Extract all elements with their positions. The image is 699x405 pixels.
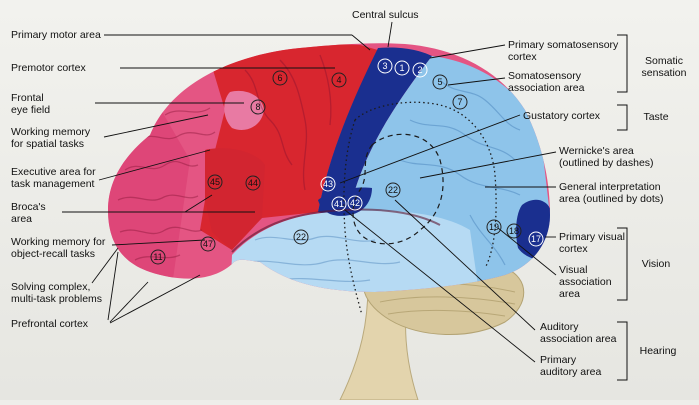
gyri-texture — [117, 54, 332, 261]
label-brocas-area: Broca's area — [11, 201, 46, 225]
general-interpretation-outline — [343, 101, 497, 316]
area-number: 6 — [277, 73, 282, 83]
area-number: 17 — [531, 234, 541, 244]
area-number: 19 — [489, 222, 499, 232]
label-auditory-association: Auditory association area — [540, 321, 617, 345]
group-taste: Taste — [643, 111, 669, 123]
label-central-sulcus: Central sulcus — [352, 9, 419, 21]
label-somatosensory-association: Somatosensory association area — [508, 70, 585, 94]
label-primary-auditory: Primary auditory area — [540, 354, 602, 378]
label-primary-visual-cortex: Primary visual cortex — [559, 231, 625, 255]
label-wernickes-area: Wernicke's area (outlined by dashes) — [559, 145, 654, 169]
area-number: 3 — [382, 61, 387, 71]
label-premotor-cortex: Premotor cortex — [11, 62, 86, 74]
wernicke-outline — [352, 133, 444, 245]
lateral-sulcus — [231, 208, 441, 253]
area-number: 11 — [153, 252, 162, 262]
label-working-memory-spatial: Working memory for spatial tasks — [11, 126, 91, 150]
area-number: 7 — [457, 97, 462, 107]
label-frontal-eye-field: Frontal eye field — [11, 92, 51, 116]
area-circles: 6 4 8 45 44 47 11 3 1 2 5 7 43 41 42 22 … — [150, 58, 544, 265]
label-working-memory-object: Working memory for object-recall tasks — [11, 236, 106, 260]
area-number: 43 — [323, 179, 333, 189]
label-solving-complex: Solving complex, multi-task problems — [11, 281, 103, 305]
area-number: 22 — [388, 185, 398, 195]
area-number: 44 — [248, 178, 258, 188]
label-primary-motor-area: Primary motor area — [11, 29, 101, 41]
label-general-interpretation: General interpretation area (outlined by… — [559, 181, 664, 205]
area-number: 42 — [350, 198, 360, 208]
label-executive-area: Executive area for task management — [11, 166, 96, 190]
label-prefrontal-cortex: Prefrontal cortex — [11, 318, 89, 330]
leader-lines — [62, 21, 557, 363]
area-number: 5 — [437, 77, 442, 87]
label-visual-association: Visual association area — [559, 264, 612, 300]
group-brackets — [617, 34, 628, 381]
area-number: 1 — [399, 63, 404, 73]
label-gustatory-cortex: Gustatory cortex — [523, 110, 601, 122]
area-number: 41 — [334, 199, 344, 209]
area-number: 8 — [255, 102, 260, 112]
area-number: 2 — [417, 65, 422, 75]
area-number: 18 — [509, 226, 519, 236]
label-primary-somatosensory: Primary somatosensory cortex — [508, 39, 619, 63]
area-number: 47 — [203, 239, 213, 249]
area-number: 22 — [296, 232, 306, 242]
gyri-texture-blue — [249, 79, 521, 283]
area-number: 45 — [210, 177, 220, 187]
group-hearing: Hearing — [639, 345, 677, 357]
area-number: 4 — [336, 75, 341, 85]
group-vision: Vision — [641, 258, 671, 270]
group-somatic-sensation: Somatic sensation — [641, 55, 687, 79]
